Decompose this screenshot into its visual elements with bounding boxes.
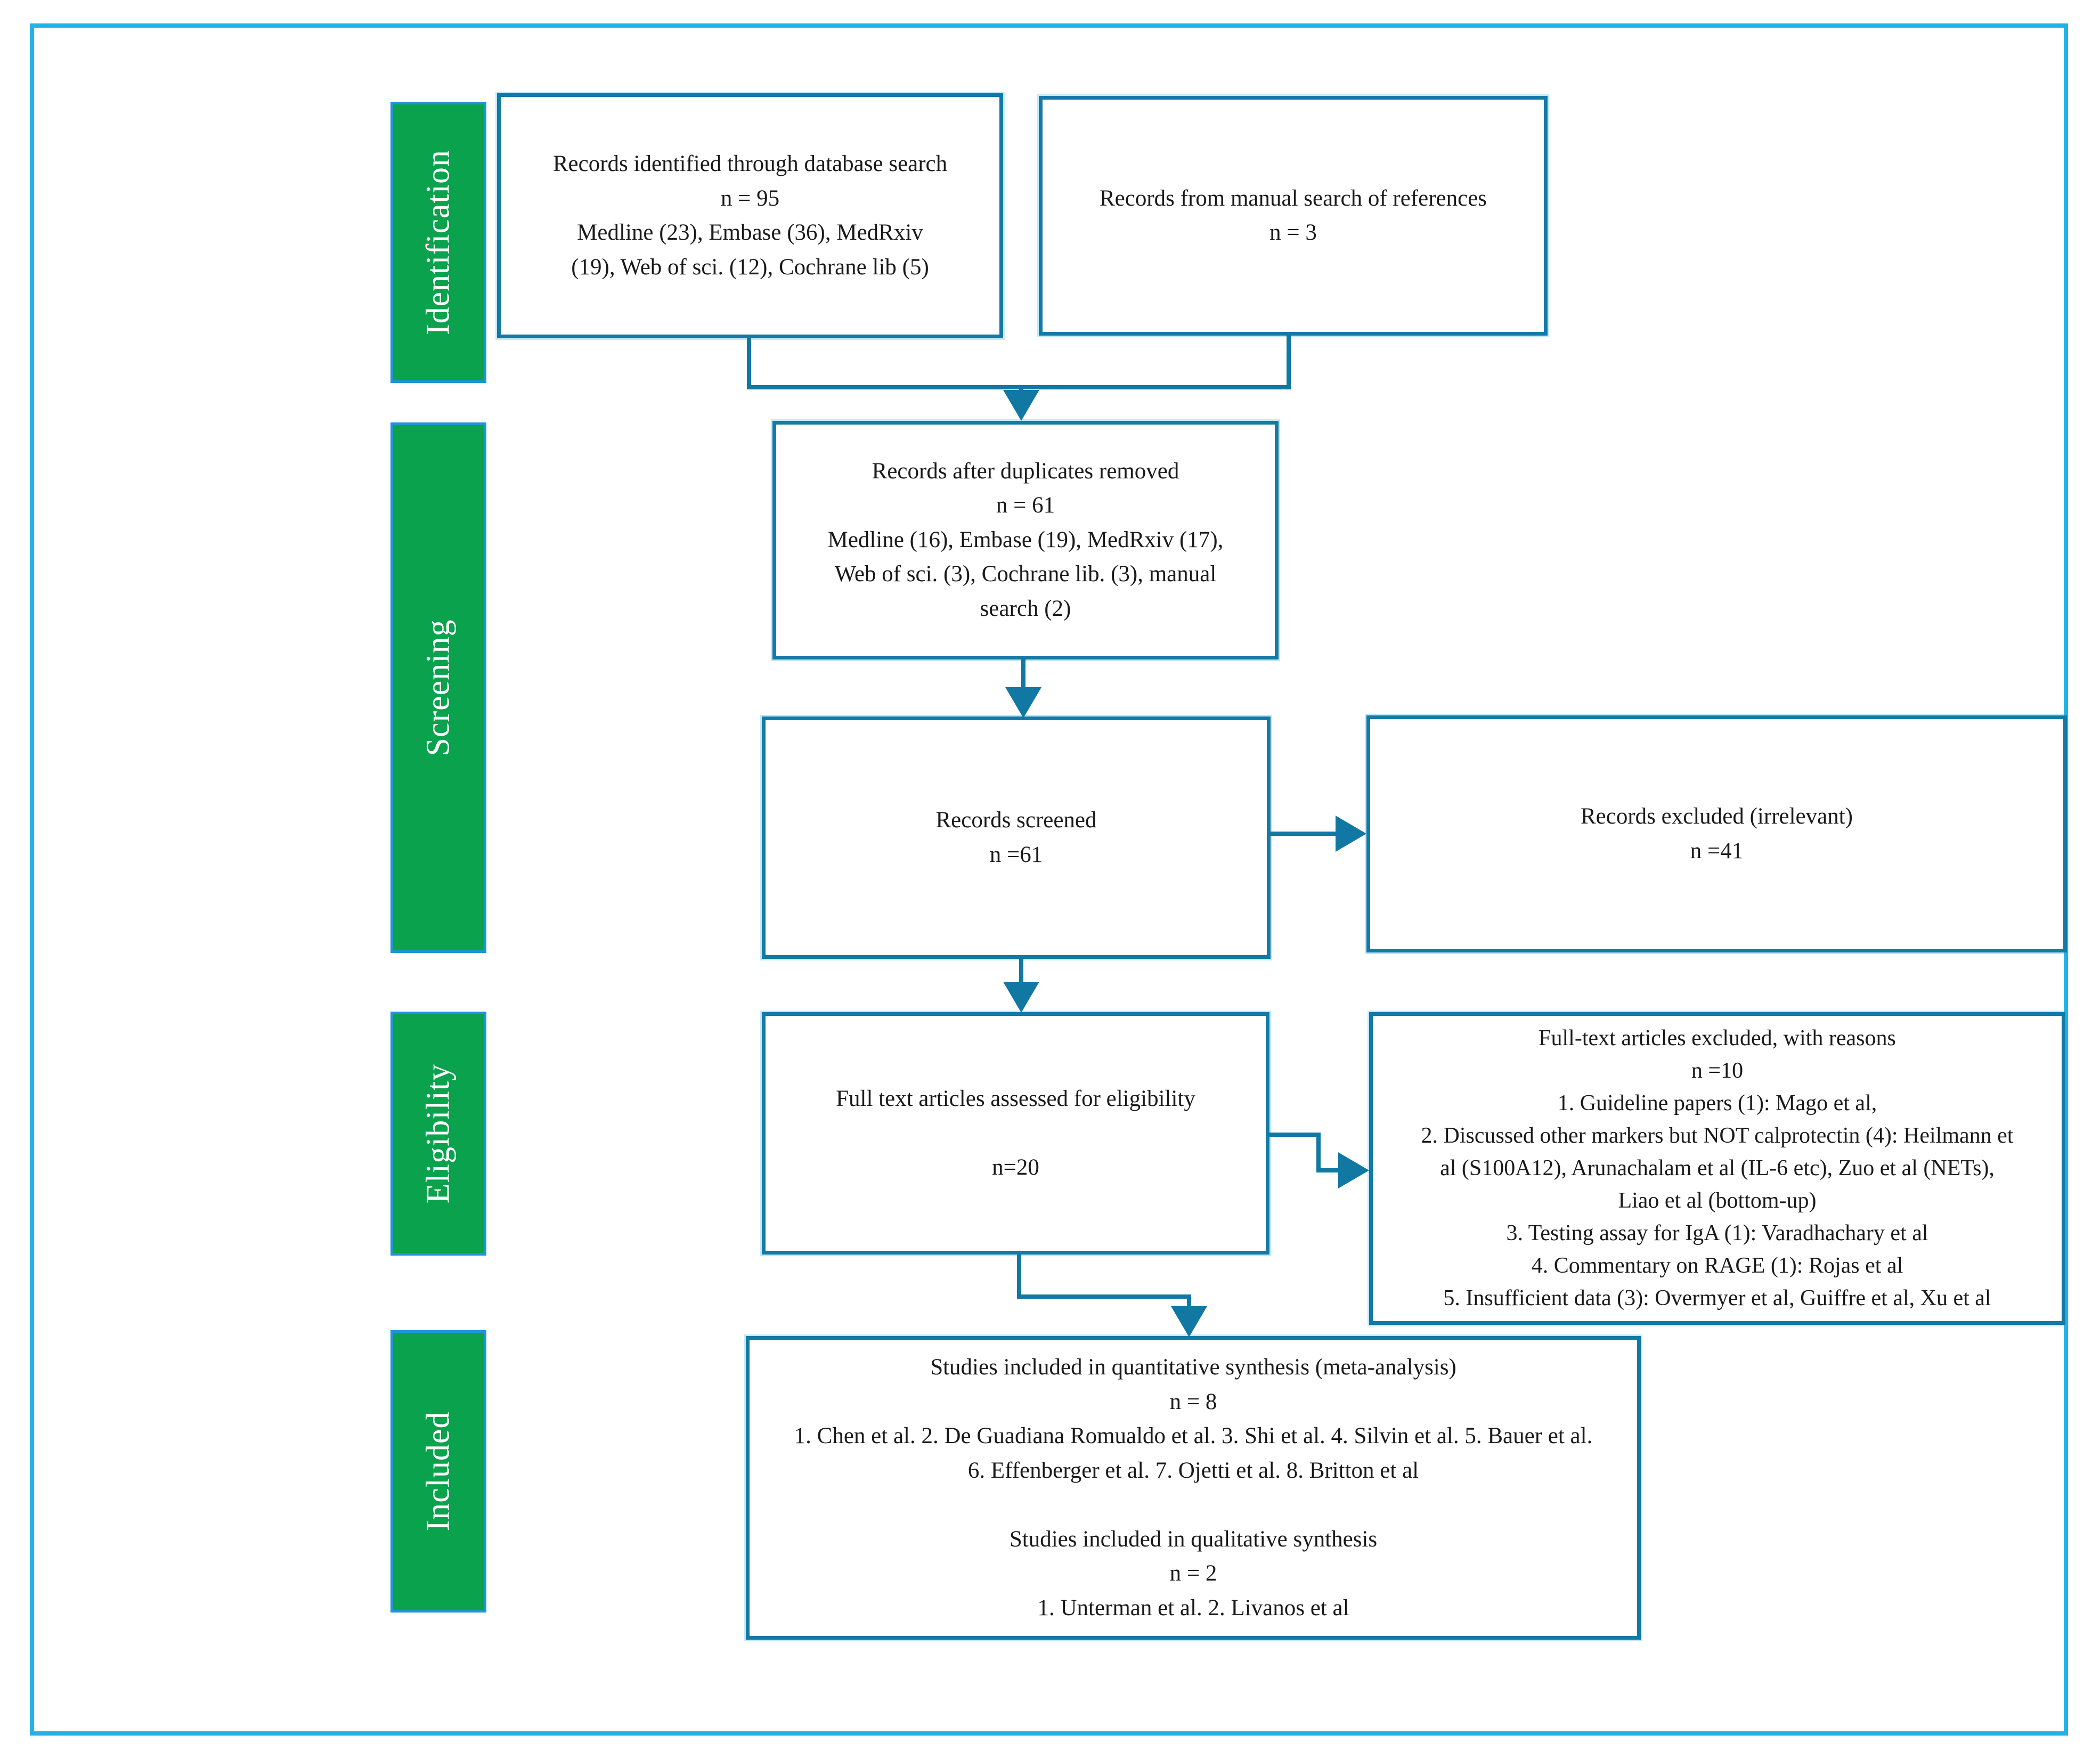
arrowhead-into-duplicates <box>1003 390 1039 421</box>
box-fulltext-assessed: Full text articles assessed for eligibil… <box>762 1012 1269 1255</box>
connector-manual-down <box>1287 336 1291 389</box>
connector-dedup-to-screened <box>1021 659 1025 691</box>
box-studies-included: Studies included in quantitative synthes… <box>746 1336 1641 1640</box>
box-duplicates-removed-text: Records after duplicates removed n = 61 … <box>827 458 1224 621</box>
arrowhead-into-excluded <box>1336 816 1366 852</box>
box-manual-search-text: Records from manual search of references… <box>1099 185 1487 246</box>
stage-bar-eligibility: Eligibility <box>390 1012 486 1256</box>
stage-label-screening: Screening <box>420 619 457 756</box>
stage-bar-included: Included <box>390 1330 486 1613</box>
box-fulltext-excluded-reasons: Full-text articles excluded, with reason… <box>1369 1012 2065 1325</box>
box-records-identified-text: Records identified through database sear… <box>552 151 948 280</box>
box-manual-search: Records from manual search of references… <box>1039 96 1548 336</box>
box-records-screened: Records screened n =61 <box>762 716 1271 959</box>
box-records-screened-text: Records screened n =61 <box>935 808 1097 867</box>
arrowhead-into-reasons <box>1338 1152 1369 1188</box>
box-records-identified: Records identified through database sear… <box>497 93 1003 338</box>
connector-merge-horizontal <box>747 385 1291 389</box>
connector-fulltext-step-v2 <box>1187 1294 1191 1309</box>
connector-identified-down <box>747 338 751 389</box>
arrowhead-into-screened <box>1005 687 1041 718</box>
stage-bar-identification: Identification <box>390 102 486 383</box>
box-studies-included-text: Studies included in quantitative synthes… <box>794 1355 1593 1620</box>
stage-bar-screening: Screening <box>390 422 486 953</box>
arrowhead-into-fulltext <box>1003 982 1039 1013</box>
stage-label-identification: Identification <box>420 150 457 335</box>
box-duplicates-removed: Records after duplicates removed n = 61 … <box>772 421 1279 659</box>
connector-fulltext-step-v1 <box>1017 1255 1021 1299</box>
connector-fulltext-elbow-h2 <box>1316 1168 1340 1172</box>
connector-screened-to-fulltext <box>1019 959 1023 986</box>
box-records-excluded-text: Records excluded (irrelevant) n =41 <box>1581 804 1853 864</box>
stage-label-eligibility: Eligibility <box>420 1063 457 1204</box>
box-records-excluded: Records excluded (irrelevant) n =41 <box>1366 715 2067 952</box>
connector-fulltext-elbow-v <box>1316 1133 1321 1172</box>
arrowhead-into-included <box>1171 1306 1207 1337</box>
connector-fulltext-elbow-h1 <box>1269 1133 1321 1137</box>
box-fulltext-assessed-text: Full text articles assessed for eligibil… <box>836 1086 1195 1180</box>
stage-label-included: Included <box>420 1411 457 1532</box>
box-fulltext-excluded-reasons-text: Full-text articles excluded, with reason… <box>1421 1026 2014 1310</box>
connector-screened-to-excluded <box>1271 832 1337 836</box>
connector-fulltext-step-h <box>1017 1294 1191 1299</box>
